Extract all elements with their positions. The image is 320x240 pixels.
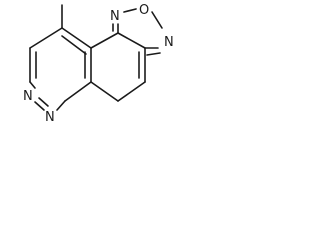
bond-n-upper-to-n-lower-b bbox=[38, 97, 49, 107]
bond-n-upper-to-n-lower-a bbox=[34, 101, 45, 111]
bond-to-oxadiazole-c bbox=[90, 32, 119, 49]
bond-ch2-chain bbox=[117, 81, 146, 102]
atom-nitrogen-pyridazine-upper: N bbox=[23, 89, 33, 104]
atom-oxygen: O bbox=[139, 3, 149, 18]
bond-c-top-to-c-methyl-inner bbox=[61, 35, 87, 55]
atom-nitrogen-oxadiazole-right: N bbox=[164, 35, 174, 50]
bond-c-methyl-to-ch bbox=[29, 27, 63, 49]
bond-ch-to-n-upper bbox=[29, 81, 36, 89]
bond-c-to-c-oxadiazole bbox=[117, 32, 146, 49]
atom-nitrogen-pyridazine-lower: N bbox=[45, 110, 55, 125]
atom-nitrogen-oxadiazole-top: N bbox=[110, 9, 120, 24]
bond-ch2-upper bbox=[90, 81, 119, 102]
bond-ring-right-outer bbox=[64, 81, 92, 102]
bond-n-right-to-c-inner bbox=[146, 52, 161, 56]
bond-n-top-to-o bbox=[123, 8, 137, 13]
bond-n-lower-to-c bbox=[56, 100, 66, 111]
chemical-structure: O N N N N bbox=[23, 3, 174, 125]
bond-o-to-n-right bbox=[151, 11, 163, 29]
bond-c-top-to-c-methyl bbox=[61, 27, 92, 49]
